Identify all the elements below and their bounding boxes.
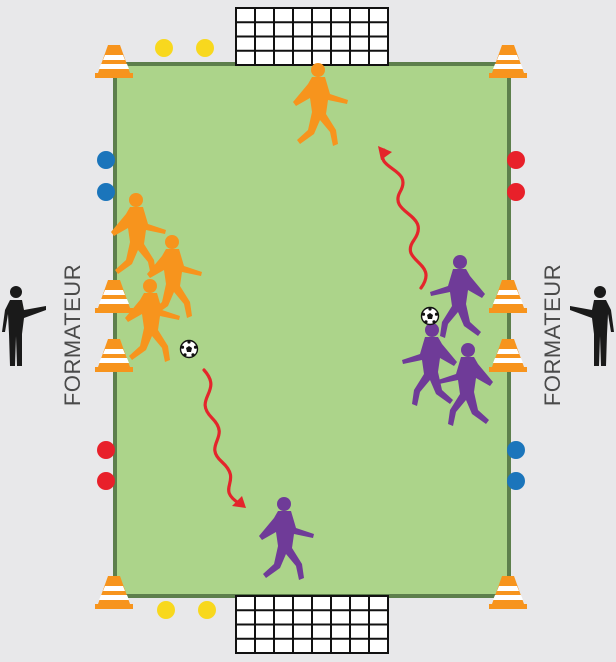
bottom-goal (236, 596, 388, 653)
red-marker (507, 151, 525, 169)
cone-top-left (95, 45, 133, 78)
blue-marker (97, 183, 115, 201)
red-marker (507, 183, 525, 201)
yellow-marker (155, 39, 173, 57)
blue-marker (507, 441, 525, 459)
yellow-marker (196, 39, 214, 57)
red-marker (97, 472, 115, 490)
top-goal (236, 8, 388, 65)
pitch (115, 64, 509, 596)
ball (422, 307, 439, 324)
blue-marker (97, 151, 115, 169)
trainer-label-right: FORMATEUR (538, 255, 568, 415)
cone-top-right (489, 45, 527, 78)
red-marker (97, 441, 115, 459)
ball (181, 340, 198, 357)
trainer-icon-left (2, 286, 46, 366)
yellow-marker (198, 601, 216, 619)
blue-marker (507, 472, 525, 490)
trainer-icon-right (570, 286, 614, 366)
trainer-label-left: FORMATEUR (58, 255, 88, 415)
yellow-marker (157, 601, 175, 619)
